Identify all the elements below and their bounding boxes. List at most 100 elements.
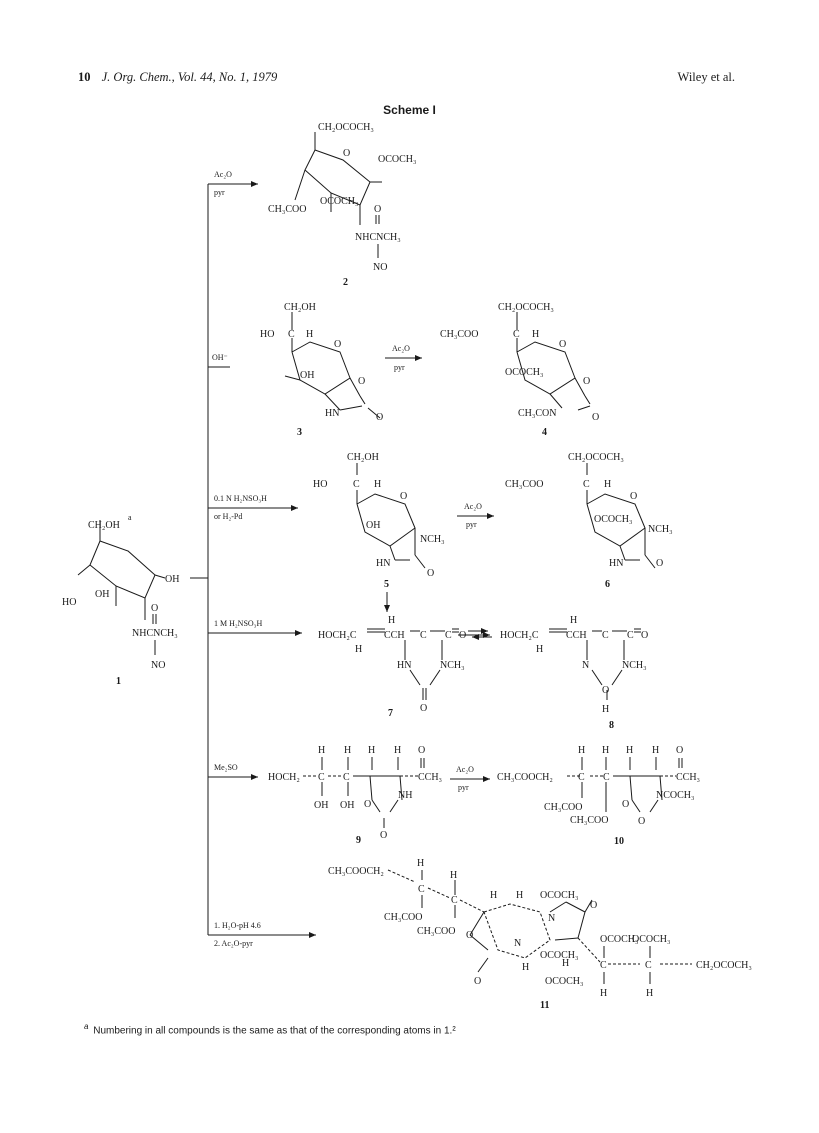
c2-label-0: CH₂OCOCH₃ xyxy=(318,122,374,133)
journal-citation: J. Org. Chem., Vol. 44, No. 1, 1979 xyxy=(101,70,278,84)
c3-label-7: HN xyxy=(325,408,339,419)
c7-label-3: C xyxy=(445,630,452,641)
c10-label-2: C xyxy=(603,772,610,783)
c9-label-3: CCH₃ xyxy=(418,772,442,783)
footnote-text: Numbering in all compounds is the same a… xyxy=(93,1025,456,1037)
c1-label-4: OH xyxy=(95,589,109,600)
c1-label-5: O xyxy=(151,603,158,614)
c11-label-20: C xyxy=(600,960,607,971)
c10-label-11: O xyxy=(622,799,629,810)
cond-hydroxide: OH⁻ xyxy=(212,353,228,362)
c9-label-5: H xyxy=(344,745,351,756)
c7-label-7: HN xyxy=(397,660,411,671)
c6-label-3: H xyxy=(604,479,611,490)
compound-10: CH₃COOCH₂ C C CCH₃ H H H H O CH₃COO CH₃C… xyxy=(497,745,700,847)
c5-label-7: HN xyxy=(376,558,390,569)
c11-label-7: H xyxy=(490,890,497,901)
c10-label-0: CH₃COOCH₂ xyxy=(497,772,553,783)
c6-label-1: CH₃COO xyxy=(505,479,544,490)
c8-label-1: CCH xyxy=(566,630,587,641)
c5-label-1: HO xyxy=(313,479,327,490)
cond-pyr-2: pyr xyxy=(394,363,405,372)
compound-9: HOCH₂ C C CCH₃ H H H H O OH OH O NH O 9 xyxy=(268,745,442,846)
c11-label-2: H xyxy=(450,870,457,881)
c11-label-19b: OCOCH₃ xyxy=(632,934,671,945)
c8-number: 8 xyxy=(609,720,614,731)
c7-number: 7 xyxy=(388,708,393,719)
c6-label-7: HN xyxy=(609,558,623,569)
c11-label-17: OCOCH₃ xyxy=(540,950,579,961)
c5-label-5: OH xyxy=(366,520,380,531)
c8-label-6: H xyxy=(570,615,577,626)
compound-2: CH₂OCOCH₃ O OCOCH₃ CH₃COO OCOCH₃ O NHCNC… xyxy=(268,122,417,288)
c6-label-8: O xyxy=(656,558,663,569)
c2-label-5: O xyxy=(374,204,381,215)
c4-label-1: CH₃COO xyxy=(440,329,479,340)
c11-label-5: CH₃COO xyxy=(384,912,423,923)
cond-ac2o-1: Ac₂O xyxy=(214,170,232,179)
c11-label-10: O xyxy=(590,900,597,911)
c11-label-0: CH₃COOCH₂ xyxy=(328,866,384,877)
c9-label-6: H xyxy=(368,745,375,756)
c3-label-3: H xyxy=(306,329,313,340)
c9-label-8: O xyxy=(418,745,425,756)
c5-label-6: NCH₃ xyxy=(420,534,445,545)
c8-label-0: HOCH₂C xyxy=(500,630,539,641)
c11-label-24: H xyxy=(646,988,653,999)
c6-number: 6 xyxy=(605,579,610,590)
cond-step2: 2. Ac₂O-pyr xyxy=(214,939,253,948)
c5-label-8: O xyxy=(427,568,434,579)
c10-number: 10 xyxy=(614,836,624,847)
c11-label-14: O xyxy=(474,976,481,987)
c11-label-19: OCOCH₃ xyxy=(600,934,639,945)
c8-label-5: H xyxy=(536,644,543,655)
c8-label-9: O xyxy=(602,685,609,696)
c9-label-12: NH xyxy=(398,790,412,801)
c9-label-9: OH xyxy=(314,800,328,811)
c5-number: 5 xyxy=(384,579,389,590)
c3-label-4: O xyxy=(334,339,341,350)
footnote-marker: a xyxy=(84,1022,89,1031)
c9-label-4: H xyxy=(318,745,325,756)
c10-label-5: H xyxy=(602,745,609,756)
c6-label-2: C xyxy=(583,479,590,490)
c1-label-7: NO xyxy=(151,660,165,671)
c3-label-0: CH₂OH xyxy=(284,302,316,313)
c4-label-0: CH₂OCOCH₃ xyxy=(498,302,554,313)
c11-label-18: OCOCH₃ xyxy=(545,976,584,987)
c7-label-4: O xyxy=(459,630,466,641)
c4-label-2: C xyxy=(513,329,520,340)
c9-label-13: O xyxy=(380,830,387,841)
c8-label-8: NCH₃ xyxy=(622,660,647,671)
compound-7: HOCH₂C CCH C C O H H HN NCH₃ O 7 xyxy=(318,615,466,719)
cond-pyr-3: pyr xyxy=(466,520,477,529)
c11-label-22: CH₂OCOCH₃ xyxy=(696,960,752,971)
running-header-left: 10 J. Org. Chem., Vol. 44, No. 1, 1979 xyxy=(78,70,277,85)
scheme-title: Scheme I xyxy=(383,103,436,117)
c4-label-3: H xyxy=(532,329,539,340)
c3-number: 3 xyxy=(297,427,302,438)
c11-label-12: N xyxy=(514,938,521,949)
c8-label-3: C xyxy=(627,630,634,641)
c10-label-1: C xyxy=(578,772,585,783)
c7-label-0: HOCH₂C xyxy=(318,630,357,641)
c9-label-7: H xyxy=(394,745,401,756)
c3-label-1: HO xyxy=(260,329,274,340)
c5-label-0: CH₂OH xyxy=(347,452,379,463)
c2-label-4: OCOCH₃ xyxy=(320,196,359,207)
c10-label-12: NCOCH₃ xyxy=(656,790,695,801)
compound-3: CH₂OH HO C H O OH O HN O 3 xyxy=(260,302,383,438)
c11-number: 11 xyxy=(540,1000,549,1011)
c10-label-10: CH₃COO xyxy=(570,815,609,826)
c2-number: 2 xyxy=(343,277,348,288)
c11-label-15: H xyxy=(522,962,529,973)
c11-label-23: H xyxy=(600,988,607,999)
c4-label-5: OCOCH₃ xyxy=(505,367,544,378)
c10-label-9: CH₃COO xyxy=(544,802,583,813)
cond-dmso: Me₂SO xyxy=(214,763,238,772)
c3-label-6: O xyxy=(358,376,365,387)
cond-sulfamic-dilute: 0.1 N H₂NSO₃H xyxy=(214,494,267,503)
c9-label-0: HOCH₂ xyxy=(268,772,300,783)
c6-label-4: O xyxy=(630,491,637,502)
